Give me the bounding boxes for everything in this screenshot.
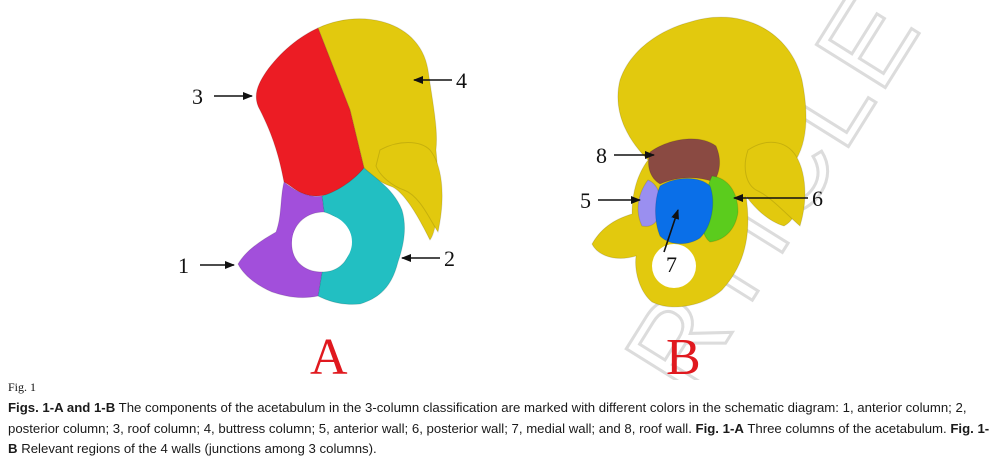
callout-6: 6: [733, 186, 823, 211]
figure-illustration: RTICLE 1 2: [178, 0, 948, 380]
obturator-foramen: [292, 214, 352, 270]
obturator-foramen-b: [652, 244, 696, 288]
svg-text:4: 4: [456, 68, 467, 93]
panel-a-illustration: [237, 18, 443, 305]
medial-wall-region: [655, 178, 714, 245]
svg-text:8: 8: [596, 143, 607, 168]
callout-7: 7: [663, 209, 679, 277]
caption-text-1: The components of the acetabulum in the …: [8, 400, 967, 436]
posterior-spine-region: [375, 142, 443, 234]
caption-bold-fig-a: Fig. 1-A: [695, 420, 744, 436]
callout-2: 2: [401, 246, 455, 271]
anterior-column-region: [237, 181, 325, 299]
svg-text:2: 2: [444, 246, 455, 271]
callout-1: 1: [178, 253, 235, 278]
panel-b-illustration: [591, 16, 807, 308]
panel-label-a: A: [310, 329, 348, 380]
panel-label-b: B: [666, 329, 701, 380]
figure-caption: Figs. 1-A and 1-B The components of the …: [8, 398, 998, 460]
svg-text:7: 7: [666, 252, 677, 277]
svg-text:6: 6: [812, 186, 823, 211]
caption-text-2: Three columns of the acetabulum.: [743, 420, 951, 436]
posterior-spine-region-b: [744, 141, 806, 227]
caption-bold-fig-b: Fig. 1-B: [8, 420, 990, 457]
svg-text:5: 5: [580, 188, 591, 213]
caption-bold-figs: Figs. 1-A and 1-B: [8, 400, 116, 415]
callout-4: 4: [413, 68, 467, 93]
posterior-column-region: [317, 167, 405, 305]
svg-text:3: 3: [192, 84, 203, 109]
callout-3: 3: [192, 84, 253, 109]
figure-number: Fig. 1: [8, 380, 37, 394]
svg-text:1: 1: [178, 253, 189, 278]
callout-8: 8: [596, 143, 655, 168]
caption-text-3: Relevant regions of the 4 walls (junctio…: [17, 441, 377, 456]
callout-5: 5: [580, 188, 641, 213]
